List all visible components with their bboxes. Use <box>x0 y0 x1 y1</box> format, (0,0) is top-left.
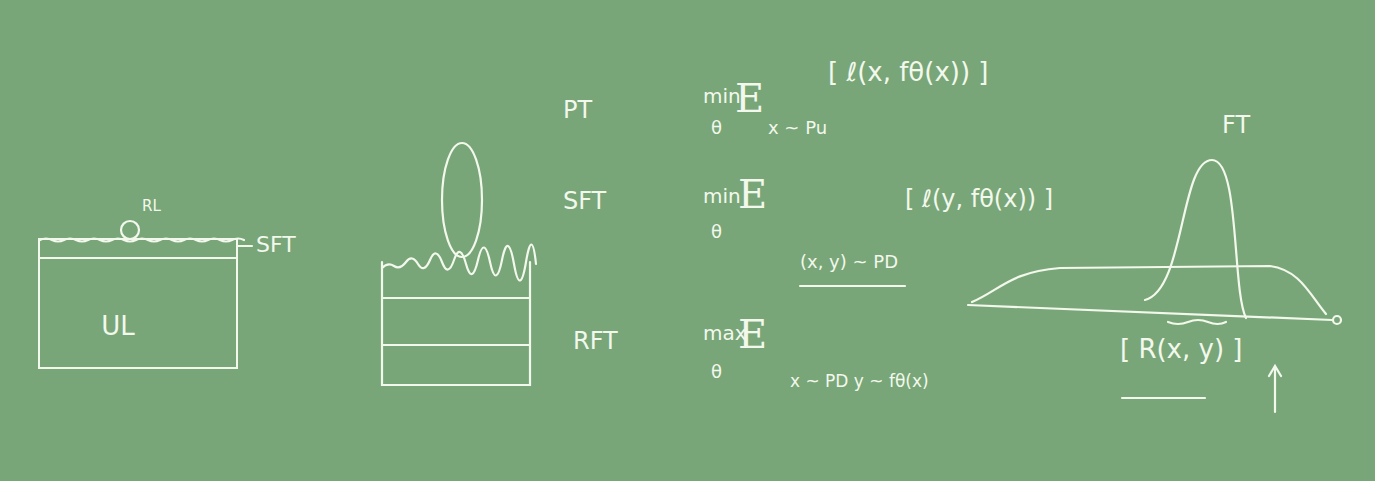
chalk-text: PT <box>563 97 592 123</box>
underline <box>1122 397 1205 399</box>
chalk-text: (x, y) ~ PD <box>800 252 898 272</box>
chalk-text: θ <box>711 118 722 138</box>
circle-outline <box>121 221 139 239</box>
layer-line <box>382 344 530 346</box>
chalk-text: SFT <box>256 233 296 257</box>
chalk-text: θ <box>711 362 722 382</box>
node-label: UL <box>101 312 135 341</box>
chalk-text: x ~ Pu <box>768 118 827 138</box>
layer-line <box>382 297 530 299</box>
chalk-text: E <box>738 172 767 216</box>
arrow-head <box>1269 366 1281 376</box>
axis <box>968 305 1332 320</box>
rl-oval <box>442 143 482 257</box>
chalk-text: E <box>735 76 764 120</box>
leader-line <box>238 245 252 247</box>
rl-circle: RL <box>118 196 170 242</box>
chalk-text: E <box>738 312 767 356</box>
model-box <box>382 262 530 385</box>
narrow-peak <box>1145 160 1246 318</box>
chalk-text: SFT <box>563 188 606 214</box>
model-box: UL <box>38 238 238 369</box>
underline <box>800 285 905 287</box>
chalk-text: [ ℓ(x, fθ(x)) ] <box>828 58 989 87</box>
up-arrow <box>1274 368 1276 412</box>
axis-end <box>1333 316 1341 324</box>
underline-mark <box>1168 320 1226 324</box>
chalk-text: [ ℓ(y, fθ(x)) ] <box>905 186 1053 212</box>
chalk-text: x ~ PD y ~ fθ(x) <box>790 372 929 391</box>
chalk-text: RFT <box>573 328 618 354</box>
chalk-text: min <box>703 185 741 207</box>
wavy-top <box>382 244 536 280</box>
chalk-text: [ R(x, y) ] <box>1120 335 1242 364</box>
band-line <box>40 257 236 259</box>
wide-curve <box>972 266 1326 314</box>
chalk-text: θ <box>711 222 722 242</box>
chalk-text: FT <box>1222 112 1250 138</box>
node-label: RL <box>142 198 161 215</box>
